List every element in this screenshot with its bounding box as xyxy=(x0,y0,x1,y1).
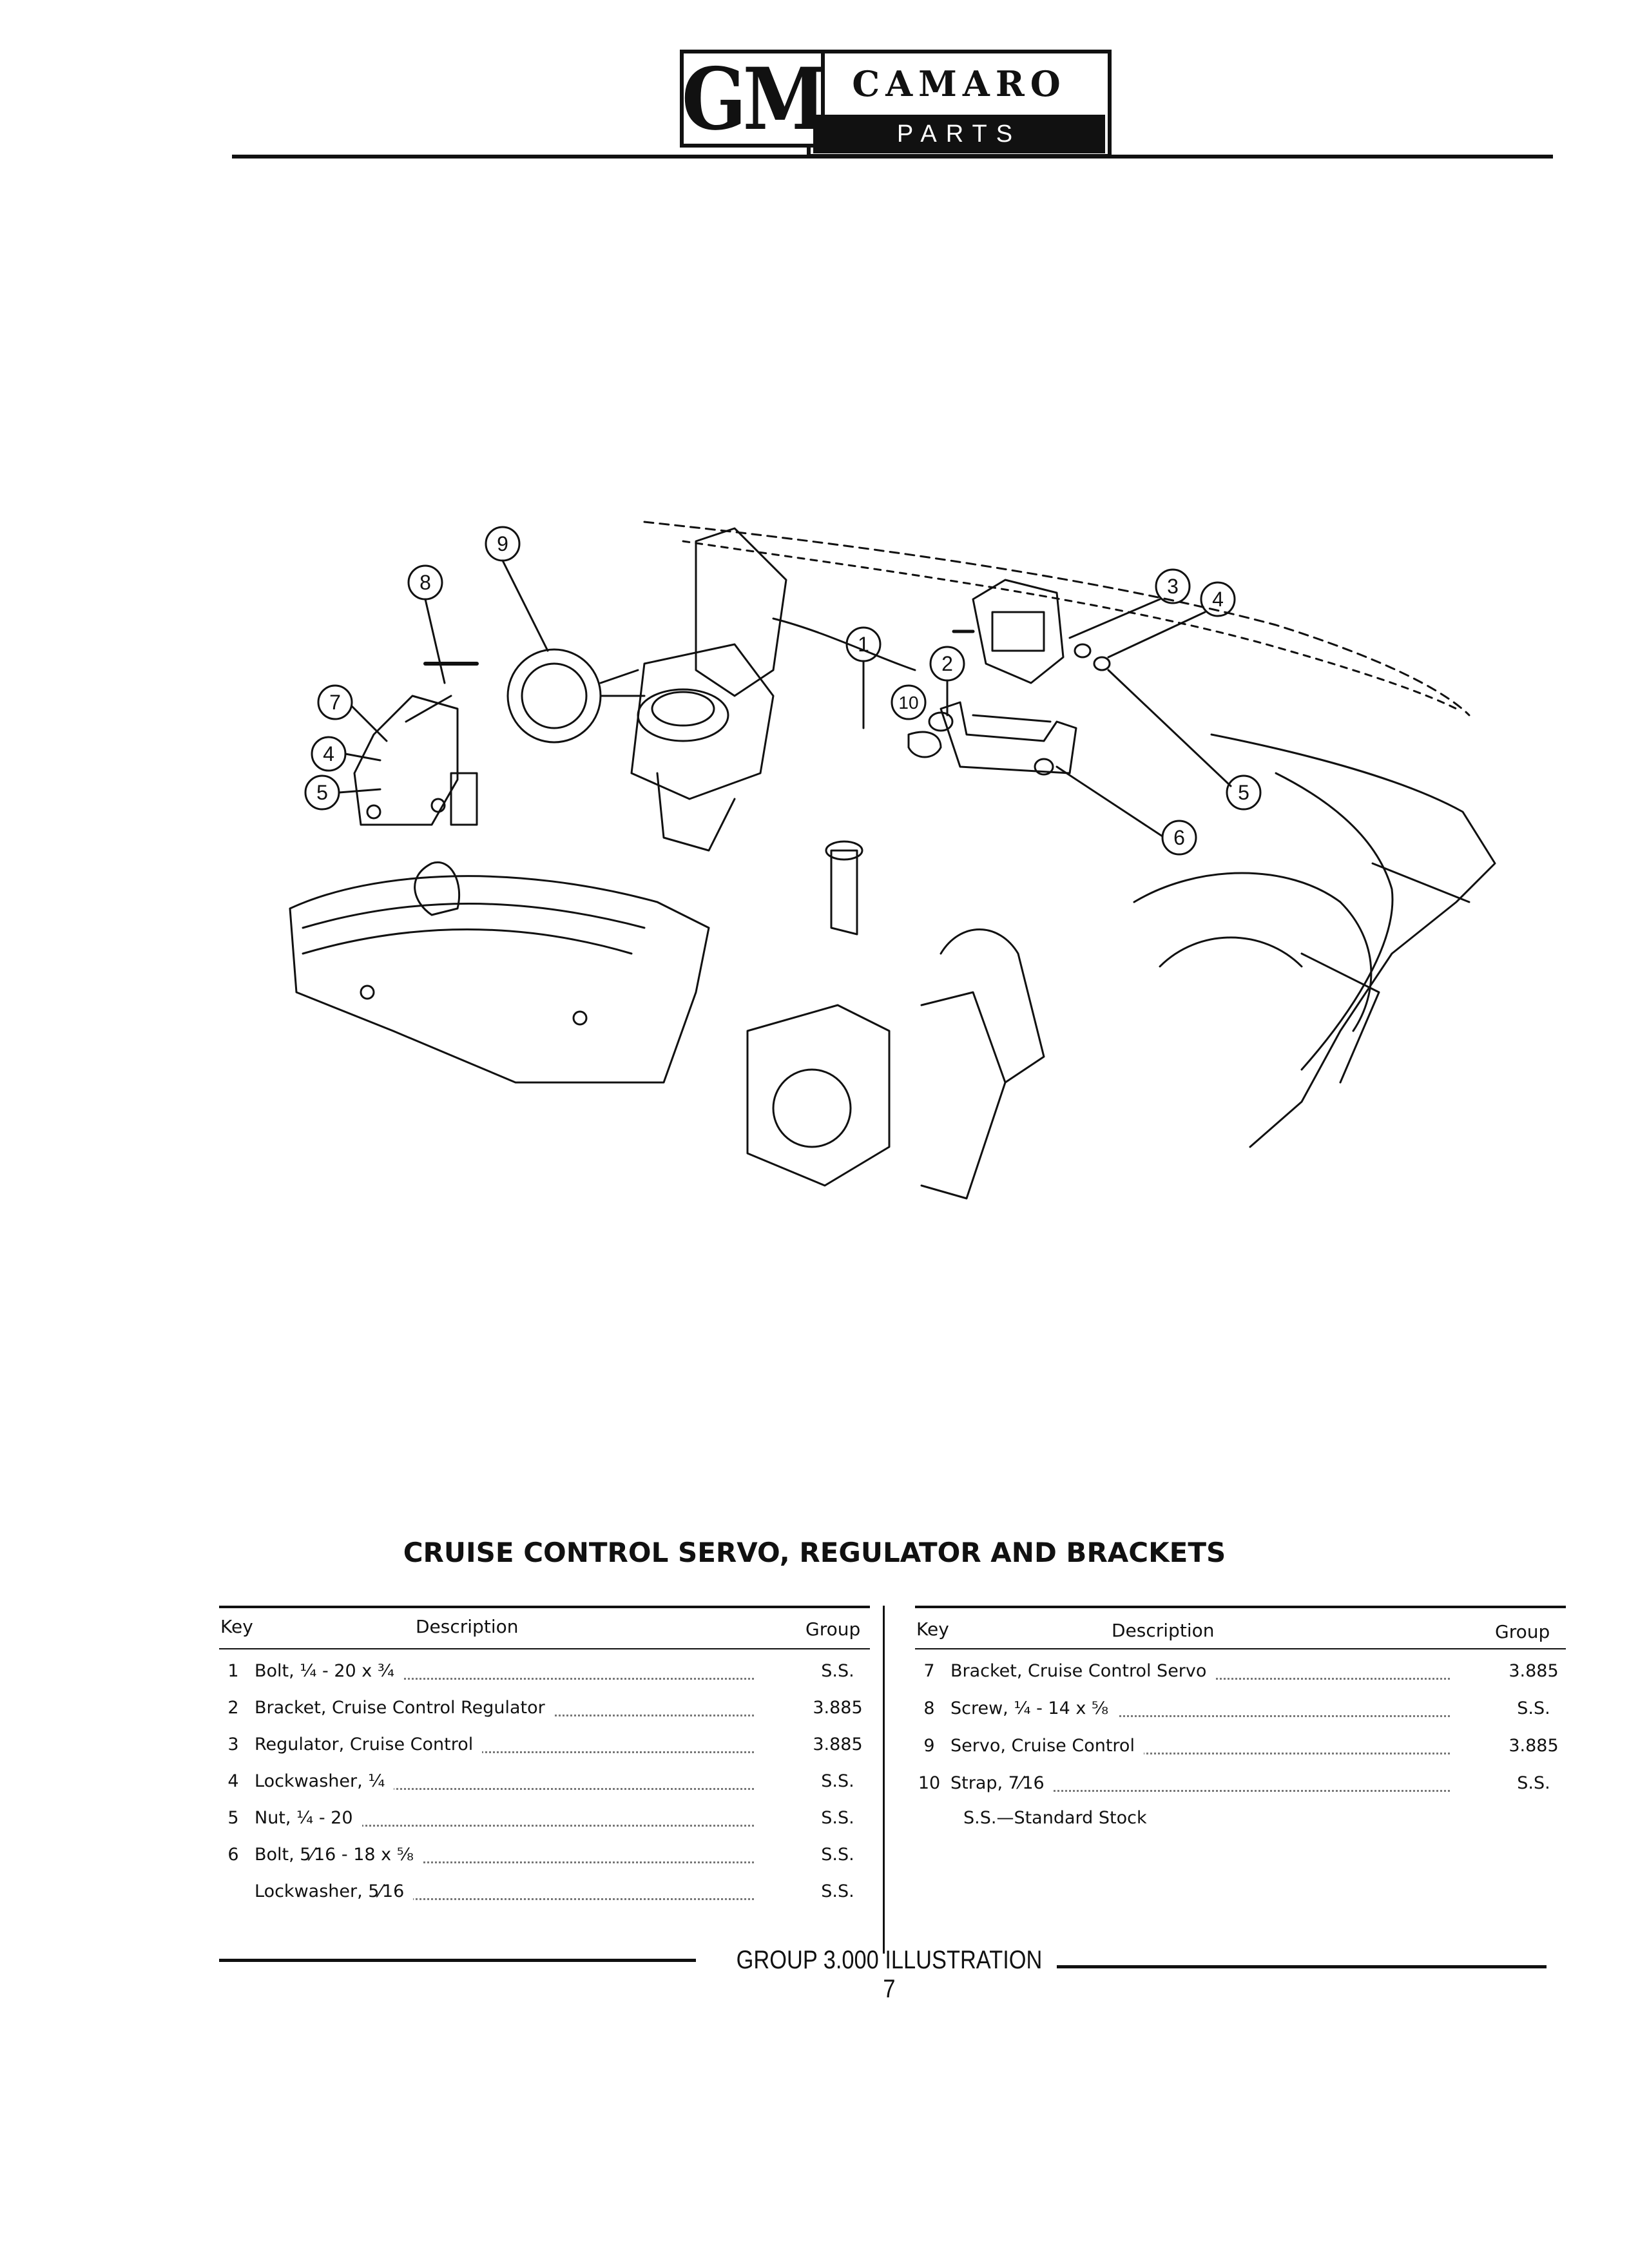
dot-leader xyxy=(316,1898,754,1900)
dot-leader xyxy=(1012,1715,1450,1717)
part-description: Regulator, Cruise Control xyxy=(255,1735,483,1754)
dot-leader xyxy=(316,1751,754,1753)
table-row: 2 Bracket, Cruise Control Regulator 3.885 xyxy=(219,1686,870,1723)
standard-stock-note: S.S.—Standard Stock xyxy=(963,1808,1147,1828)
col-description-header: Description xyxy=(416,1616,519,1637)
part-description: Strap, 7⁄16 xyxy=(950,1773,1054,1793)
part-group: 3.885 xyxy=(1509,1661,1559,1681)
table-right-top-rule xyxy=(915,1606,1566,1608)
header-rule xyxy=(232,155,1553,159)
table-left-top-rule xyxy=(219,1606,870,1608)
table-row: 1 Bolt, ¼ - 20 x ¾ S.S. xyxy=(219,1649,870,1686)
dot-leader xyxy=(1012,1790,1450,1792)
part-group: 3.885 xyxy=(1509,1736,1559,1756)
footer-group-label: GROUP 3.000 ILLUSTRATION 7 xyxy=(736,1946,1043,2003)
table-row: 3 Regulator, Cruise Control 3.885 xyxy=(219,1723,870,1760)
part-description: Nut, ¼ - 20 xyxy=(255,1808,362,1828)
table-row: 4 Lockwasher, ¼ S.S. xyxy=(219,1760,870,1796)
col-group-header: Group xyxy=(1495,1621,1550,1642)
col-key-header: Key xyxy=(916,1619,949,1640)
part-group: S.S. xyxy=(821,1661,854,1681)
part-group: S.S. xyxy=(1517,1698,1550,1718)
callout-2: 2 xyxy=(941,652,953,675)
table-row: 5 Nut, ¼ - 20 S.S. xyxy=(219,1796,870,1833)
col-key-header: Key xyxy=(220,1616,253,1637)
table-row: 9 Servo, Cruise Control 3.885 xyxy=(915,1724,1566,1762)
part-key: 10 xyxy=(918,1773,941,1793)
part-group: 3.885 xyxy=(813,1735,863,1754)
part-description: Bracket, Cruise Control Regulator xyxy=(255,1698,554,1718)
part-group: S.S. xyxy=(821,1845,854,1865)
engine-bay-illustration: 9 8 7 4 5 1 10 2 3 4 5 6 xyxy=(289,521,1496,1200)
callout-1: 1 xyxy=(858,633,869,656)
part-description: Screw, ¼ - 14 x ⅝ xyxy=(950,1698,1118,1718)
table-row: 10 Strap, 7⁄16 S.S. xyxy=(915,1762,1566,1799)
table-left-header-rule xyxy=(219,1648,870,1649)
callout-8: 8 xyxy=(419,571,431,594)
table-divider xyxy=(883,1606,885,1954)
footer-rule-left xyxy=(219,1959,696,1962)
part-group: S.S. xyxy=(821,1771,854,1791)
part-key: 1 xyxy=(227,1661,239,1681)
part-group: S.S. xyxy=(1517,1773,1550,1793)
part-key: 6 xyxy=(227,1845,239,1865)
part-key: 3 xyxy=(227,1735,239,1754)
callout-5: 5 xyxy=(1238,781,1249,804)
parts-table-left: Key Description Group 1 Bolt, ¼ - 20 x ¾ S… xyxy=(219,1606,870,1907)
callout-4-left: 4 xyxy=(323,742,334,765)
callout-4: 4 xyxy=(1212,588,1224,611)
part-key: 9 xyxy=(923,1736,935,1756)
part-description: Bolt, ¼ - 20 x ¾ xyxy=(255,1661,404,1681)
illustration-caption: CRUISE CONTROL SERVO, REGULATOR AND BRAC… xyxy=(403,1537,1226,1568)
table-row: Lockwasher, 5⁄16 S.S. xyxy=(219,1870,870,1907)
dot-leader xyxy=(316,1861,754,1863)
table-right-header-rule xyxy=(915,1648,1566,1649)
dot-leader xyxy=(316,1788,754,1790)
part-description: Bracket, Cruise Control Servo xyxy=(950,1661,1216,1681)
table-row: 6 Bolt, 5⁄16 - 18 x ⅝ S.S. xyxy=(219,1833,870,1870)
part-description: Lockwasher, ¼ xyxy=(255,1771,394,1791)
part-description: Lockwasher, 5⁄16 xyxy=(255,1881,414,1901)
table-row: 7 Bracket, Cruise Control Servo 3.885 xyxy=(915,1649,1566,1687)
dot-leader xyxy=(1012,1678,1450,1680)
part-group: S.S. xyxy=(821,1808,854,1828)
dot-leader xyxy=(316,1825,754,1827)
callout-10: 10 xyxy=(898,693,918,713)
dot-leader xyxy=(1012,1753,1450,1754)
catalogue-title: CAMARO xyxy=(852,63,1066,104)
dot-leader xyxy=(316,1678,754,1680)
parts-table-right: Key Description Group 7 Bracket, Cruise C… xyxy=(915,1606,1566,1838)
col-description-header: Description xyxy=(1112,1620,1215,1641)
part-description: Bolt, 5⁄16 - 18 x ⅝ xyxy=(255,1845,423,1865)
part-key: 8 xyxy=(923,1698,935,1718)
part-key: 7 xyxy=(923,1661,935,1681)
callout-6: 6 xyxy=(1173,826,1185,849)
footer-rule-right xyxy=(1057,1965,1547,1968)
part-key: 4 xyxy=(227,1771,239,1791)
callout-3: 3 xyxy=(1167,575,1179,598)
table-row: 8 Screw, ¼ - 14 x ⅝ S.S. xyxy=(915,1687,1566,1724)
callout-7: 7 xyxy=(329,691,341,714)
part-group: S.S. xyxy=(821,1881,854,1901)
gm-logo: GM xyxy=(680,48,827,149)
part-group: 3.885 xyxy=(813,1698,863,1718)
part-key: 5 xyxy=(227,1808,239,1828)
catalogue-subtitle: PARTS CATALOGUE xyxy=(813,115,1105,186)
part-key: 2 xyxy=(227,1698,239,1718)
part-description: Servo, Cruise Control xyxy=(950,1736,1144,1756)
callout-9: 9 xyxy=(497,532,508,555)
callout-5-left: 5 xyxy=(316,781,328,804)
col-group-header: Group xyxy=(805,1619,861,1640)
